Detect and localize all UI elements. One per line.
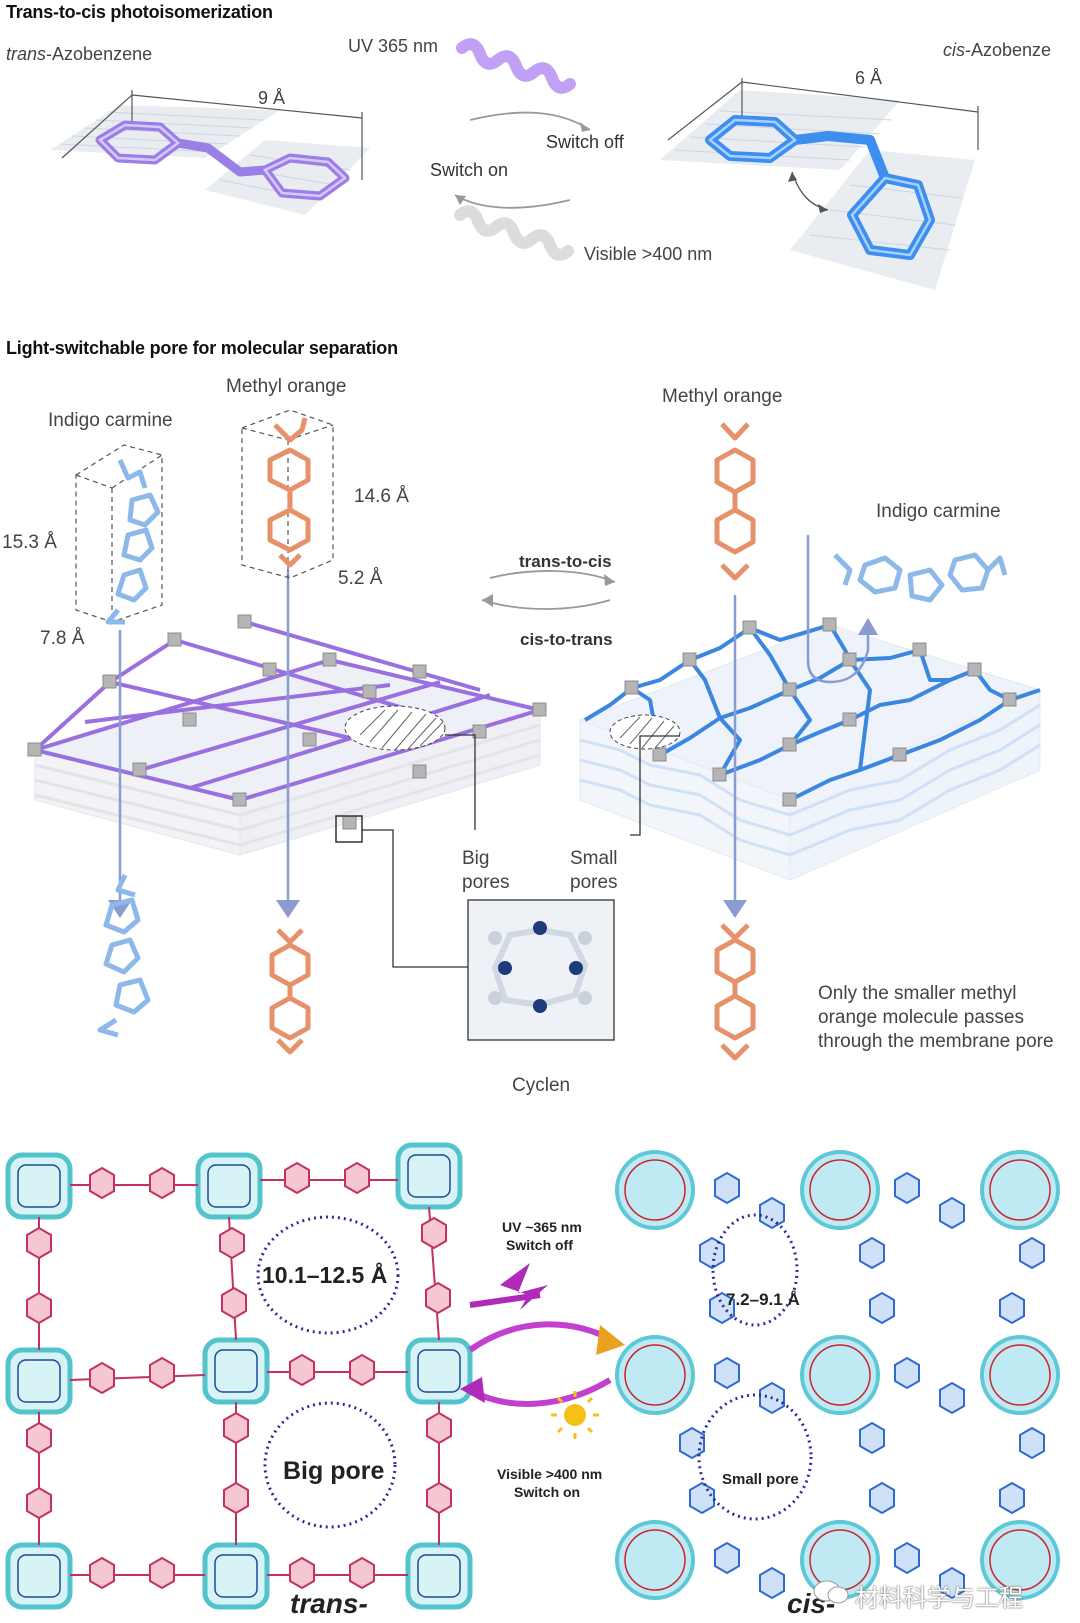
switch-off-arrowhead: [596, 1325, 625, 1355]
dim-7-8-label: 7.8 Å: [40, 628, 85, 649]
indigo-reject-arrow: [858, 618, 878, 635]
small-pore-size-label: 7.2–9.1 Å: [726, 1290, 800, 1309]
visible-switch-line-2: Switch on: [514, 1484, 581, 1500]
big-pore-ellipse-1: [256, 1215, 400, 1335]
switch-off-arrow: [469, 111, 591, 131]
trans-network: [5, 1142, 473, 1610]
methyl-orange-passed-left: [269, 928, 311, 1055]
cis-network: [615, 1150, 1060, 1600]
watermark-text: 材料科学与工程: [855, 1585, 1023, 1612]
methyl-left-down-arrow: [276, 900, 300, 918]
big-pore-ellipse-2: [263, 1401, 397, 1529]
photoisomerization-diagram: [50, 38, 979, 290]
caption-line-3: through the membrane pore: [818, 1031, 1054, 1052]
small-pores-label-2: pores: [570, 872, 618, 893]
small-pore-ellipse-2: [697, 1393, 813, 1521]
cis-membrane-stack: [578, 617, 1042, 881]
switch-on-arrowhead: [460, 1377, 485, 1403]
trans-to-cis-label: trans-to-cis: [519, 552, 612, 571]
cyclen-label: Cyclen: [512, 1075, 571, 1096]
cis-to-trans-label: cis-to-trans: [520, 630, 613, 649]
caption-line-2: orange molecule passes: [818, 1007, 1024, 1028]
cis-azobenzene-label: cis-Azobenze: [943, 40, 1051, 61]
uv-light-wave: [456, 38, 576, 94]
big-pores-pointer: [445, 734, 476, 830]
trans-azobenzene-label: trans-Azobenzene: [6, 44, 152, 65]
indigo-carmine-molecule-right: [833, 552, 1008, 603]
uv-switch-line-2: Switch off: [506, 1237, 573, 1253]
visible-light-wave: [454, 205, 574, 261]
methyl-orange-molecule-right: [714, 422, 756, 581]
indigo-carmine-left-label: Indigo carmine: [48, 410, 173, 431]
methyl-orange-left-label: Methyl orange: [226, 376, 347, 397]
membrane-pore-diagram: [27, 409, 1042, 1061]
cyclen-pointer: [362, 829, 468, 968]
big-pores-label-2: pores: [462, 872, 510, 893]
big-pore-hatch: [344, 705, 446, 751]
dim-14-6-label: 14.6 Å: [354, 486, 409, 507]
wechat-icon: [812, 1578, 852, 1606]
small-pore-ellipse-1: [711, 1213, 799, 1327]
cis-dimension-line: [667, 78, 979, 150]
big-pore-size-label: 10.1–12.5 Å: [262, 1262, 388, 1288]
sun-icon: [551, 1391, 599, 1439]
cyclen-ring: [491, 926, 589, 1009]
indigo-carmine-right-label: Indigo carmine: [876, 501, 1001, 522]
big-pore-label: Big pore: [283, 1457, 385, 1485]
small-pores-pointer: [630, 735, 680, 836]
dim-15-3-label: 15.3 Å: [2, 532, 57, 553]
section-title-photoisomerization: Trans-to-cis photoisomerization: [6, 2, 273, 22]
methyl-orange-passed-right: [714, 923, 756, 1061]
big-pores-label-1: Big: [462, 848, 490, 869]
cis-angle-arrow: [791, 171, 829, 211]
methyl-right-down-arrow: [723, 900, 747, 918]
uv-switch-line-1: UV ~365 nm: [502, 1219, 582, 1235]
cyclen-zoom-marker: [335, 815, 363, 843]
visible-400-label: Visible >400 nm: [584, 244, 713, 264]
cyclen-inset: [467, 899, 615, 1041]
trans-suffix: -Azobenzene: [46, 44, 153, 64]
methyl-orange-molecule-left: [267, 417, 311, 568]
section-title-light-switchable-pore: Light-switchable pore for molecular sepa…: [6, 338, 398, 358]
switch-off-label: Switch off: [546, 132, 624, 152]
trans-length-label: 9 Å: [258, 88, 286, 108]
cis-to-trans-arrow: [481, 599, 611, 610]
uv-365-label: UV 365 nm: [348, 36, 439, 56]
small-pore-label: Small pore: [722, 1471, 799, 1488]
indigo-reject-path: [806, 535, 870, 684]
indigo-carmine-passed: [97, 873, 151, 1038]
switch-on-label: Switch on: [430, 160, 509, 180]
caption-line-1: Only the smaller methyl: [818, 983, 1017, 1004]
small-pores-label-1: Small: [570, 848, 618, 869]
cis-prefix: cis: [943, 40, 965, 60]
methyl-dimension-box: [241, 409, 334, 579]
methyl-orange-right-label: Methyl orange: [662, 386, 783, 407]
cof-structure-diagram: [5, 1142, 1060, 1610]
cis-suffix: -Azobenze: [965, 40, 1052, 60]
trans-to-cis-arrow: [489, 570, 616, 583]
trans-label: trans-: [290, 1588, 368, 1619]
trans-prefix: trans: [6, 44, 47, 64]
indigo-carmine-molecule-left: [105, 458, 161, 625]
switch-arrows: [460, 1263, 625, 1439]
cis-length-label: 6 Å: [855, 68, 883, 88]
uv-lightning-icon: [500, 1263, 548, 1310]
visible-switch-line-1: Visible >400 nm: [497, 1466, 603, 1482]
dim-5-2-label: 5.2 Å: [338, 568, 383, 589]
